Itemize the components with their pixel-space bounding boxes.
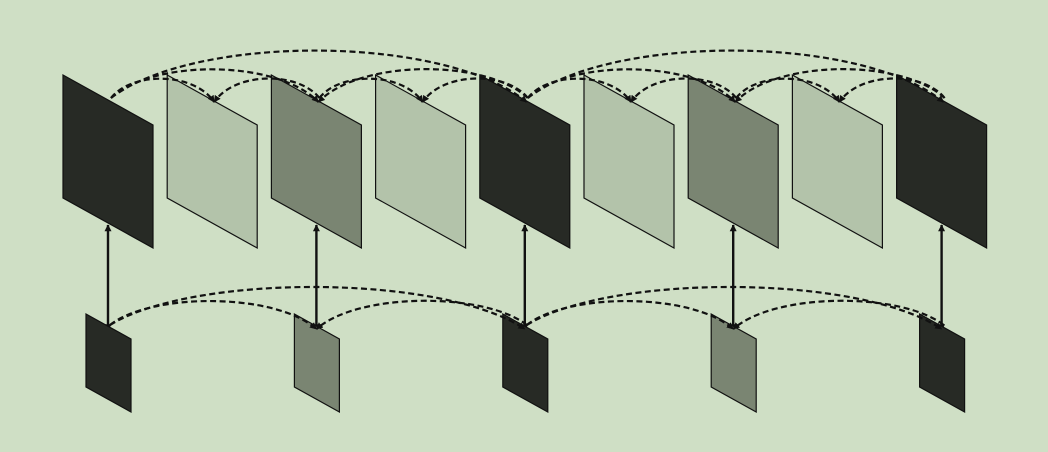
bottom-row-frames <box>85 312 966 414</box>
bottom-row-links <box>109 285 945 330</box>
bottom-dependency-arrow <box>315 299 528 330</box>
bottom-frame-anchor <box>293 312 340 414</box>
top-frame-anchor <box>687 73 779 250</box>
bottom-frame-key <box>85 312 132 414</box>
top-dependency-arrow <box>630 77 738 103</box>
top-frame-key <box>62 73 154 250</box>
top-dependency-arrow <box>838 77 946 103</box>
bottom-dependency-arrow <box>526 285 943 330</box>
top-frame-intermediate <box>583 73 675 250</box>
top-dependency-arrow <box>735 77 841 103</box>
vertical-links <box>104 224 946 332</box>
top-frame-intermediate <box>166 73 258 250</box>
bottom-dependency-arrow <box>109 285 526 330</box>
top-frame-anchor <box>270 73 362 250</box>
top-frame-key <box>479 73 571 250</box>
top-dependency-arrow <box>318 77 424 103</box>
bottom-frame-key <box>502 312 549 414</box>
top-frame-key <box>895 73 988 250</box>
top-frame-intermediate <box>375 73 467 250</box>
top-row-links <box>110 49 946 103</box>
top-dependency-arrow <box>213 77 321 103</box>
top-frame-intermediate <box>791 73 884 250</box>
bottom-frame-anchor <box>710 312 757 414</box>
bottom-frame-key <box>918 312 966 414</box>
top-dependency-arrow <box>421 77 529 103</box>
bottom-dependency-arrow <box>732 299 945 330</box>
top-row-frames <box>62 73 988 250</box>
